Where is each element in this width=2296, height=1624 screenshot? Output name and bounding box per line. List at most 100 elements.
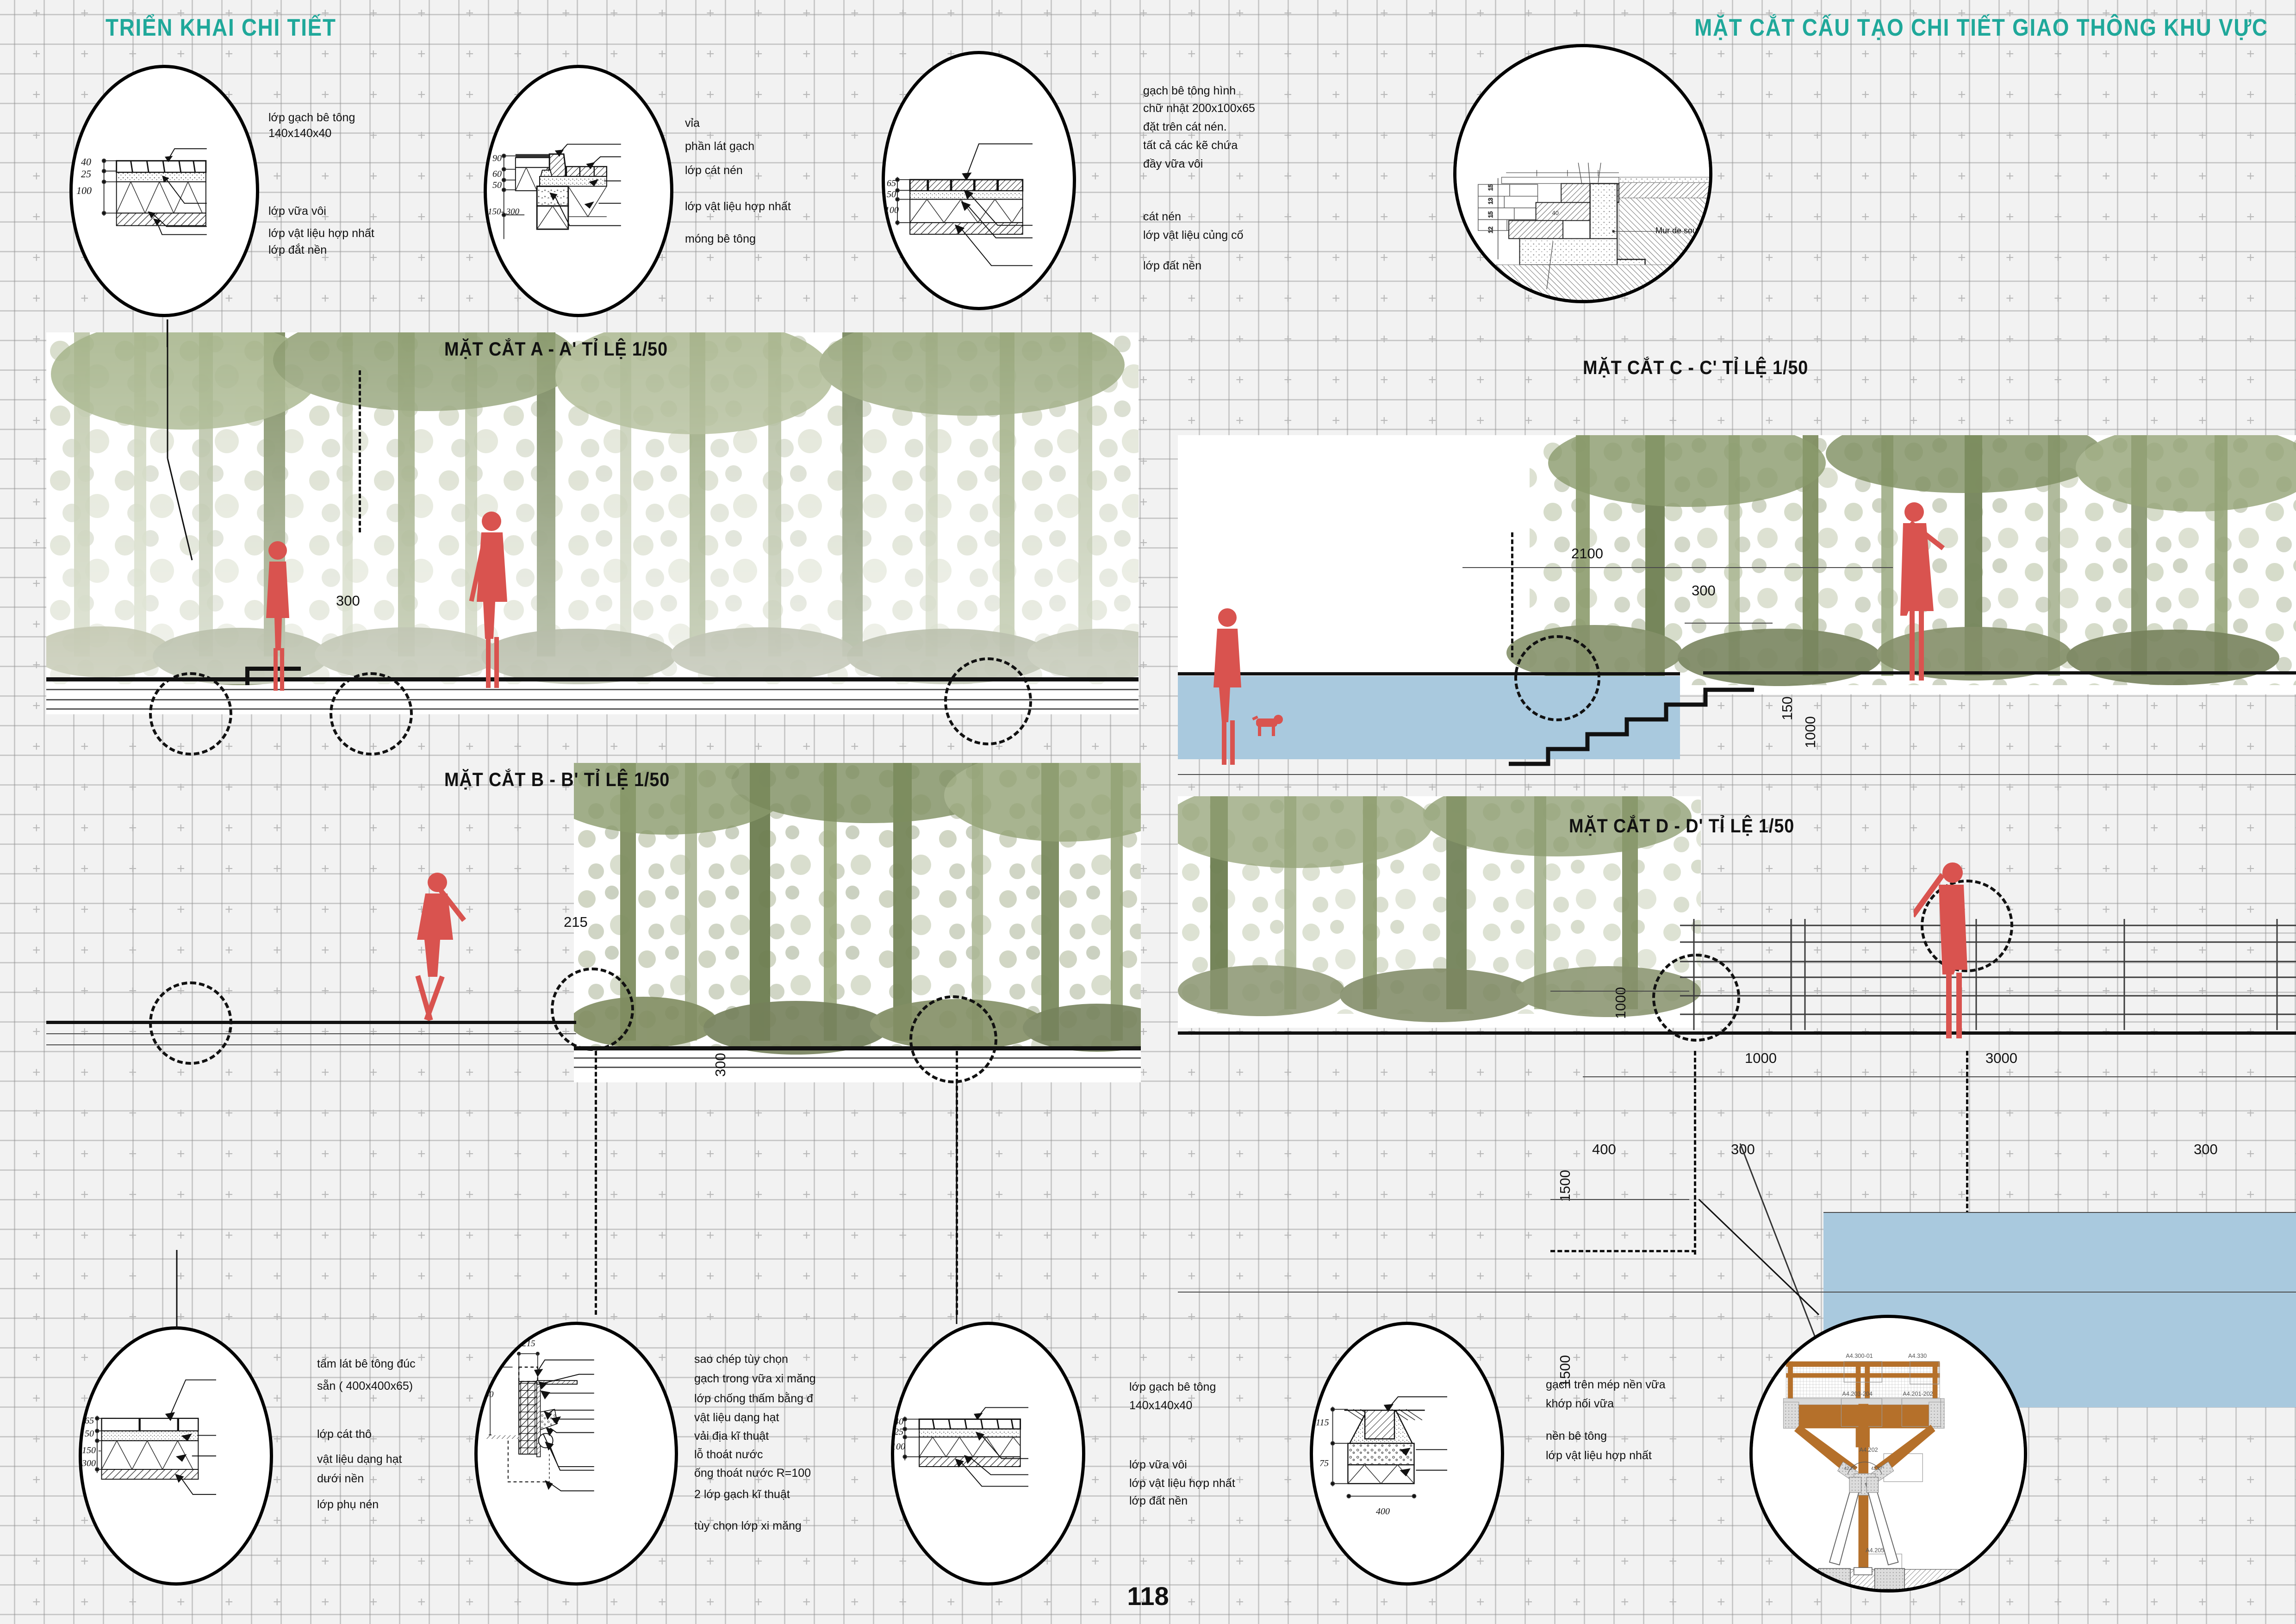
section-a-detail-marker-c <box>944 657 1032 745</box>
section-c-water-line <box>1178 672 1680 675</box>
detail-circle-concrete-block-paving[interactable]: 40 25 100 <box>891 1322 1085 1586</box>
detail-5-dim-50: 50 <box>85 1429 94 1439</box>
detail-3-dim-100: 100 <box>885 205 899 215</box>
section-b-dim-215: 215 <box>564 914 588 930</box>
section-d-detail-marker-left <box>1652 954 1740 1042</box>
detail-7-label-4: lớp vật liệu hợp nhất <box>1129 1477 1235 1490</box>
svg-text:15: 15 <box>1487 211 1494 218</box>
section-d-dim-3000: 3000 <box>1985 1050 2017 1066</box>
detail-1-dim-100: 100 <box>76 185 92 196</box>
svg-text:13: 13 <box>1487 198 1494 204</box>
detail-1-label-1: lớp gạch bê tông <box>268 111 355 124</box>
detail-1-drawing <box>101 148 207 235</box>
section-d-dim-1000: 1000 <box>1745 1050 1777 1066</box>
section-b-ground-line <box>46 1021 576 1024</box>
section-b-detail-marker-right <box>909 995 997 1083</box>
detail-circle-retaining-wall[interactable]: 15 13 15 12 40 Mur de soutènement <box>1453 44 1712 303</box>
detail-2-label-1: vỉa <box>685 117 700 130</box>
dog-figure <box>1250 713 1287 738</box>
detail-5-dim-65: 65 <box>85 1416 94 1426</box>
detail-6-label-7: ống thoát nước R=100 <box>694 1467 811 1480</box>
detail-1-label-2: 140x140x40 <box>268 127 332 140</box>
detail-2-label-4: lớp vật liệu hợp nhất <box>685 200 791 213</box>
detail-6-label-1: sao chép tùy chọn <box>694 1353 788 1366</box>
detail-2-dim-60: 60 <box>492 169 502 179</box>
detail-8-dim-75: 75 <box>1319 1458 1329 1468</box>
section-c-dash-axis <box>1511 532 1513 657</box>
detail-4-drawing: 15 13 15 12 40 <box>1456 47 1709 300</box>
section-c-dim-150: 150 <box>1779 696 1795 720</box>
detail-1-label-4: lớp vật liệu hợp nhất <box>268 227 374 240</box>
detail-7-label-1: lớp gạch bê tông <box>1129 1380 1216 1393</box>
person-figure-b1 <box>396 870 472 1023</box>
svg-text:A4.202: A4.202 <box>1859 1447 1878 1453</box>
page-number: 118 <box>1127 1581 1169 1611</box>
section-b-panel <box>574 763 1141 1082</box>
detail-5-label-6: lớp phụ nén <box>317 1498 379 1511</box>
detail-8-dim-115: 115 <box>1316 1418 1329 1428</box>
detail-7-label-2: 140x140x40 <box>1129 1399 1193 1412</box>
detail-2-dim-50: 50 <box>492 180 502 190</box>
section-b-pave-line-1 <box>46 1033 576 1034</box>
detail-3-label-6: cát nén <box>1143 210 1182 223</box>
section-d-deck-line <box>1178 1031 2296 1035</box>
section-c-dim-2100: 2100 <box>1571 545 1603 562</box>
detail-1-dim-40: 40 <box>81 156 91 168</box>
section-c-steps <box>1509 687 1754 766</box>
detail-1-connector <box>167 319 193 561</box>
section-c-base-line <box>1178 774 2296 775</box>
svg-text:A4.201-202: A4.201-202 <box>1903 1391 1933 1397</box>
detail-circle-edge-kerb[interactable]: 115 75 400 <box>1310 1322 1504 1586</box>
detail-9-drawing: A4.300-01 A4.330 A4.203-204 A4.201-202 A… <box>1753 1318 2024 1589</box>
detail-6-label-8: 2 lớp gạch kĩ thuật <box>694 1488 790 1501</box>
detail-3-drawing <box>895 143 1033 266</box>
detail-6-label-2: gạch trong vữa xi măng <box>694 1372 816 1385</box>
detail-circle-paving-1[interactable]: 40 25 100 <box>69 65 259 317</box>
person-figure-c1 <box>1203 606 1252 766</box>
detail-circle-precast-slab[interactable]: 65 50 150 - 300 <box>79 1326 273 1586</box>
section-d-dim-line-400 <box>1550 991 1689 992</box>
detail-5-dim-300: 300 <box>82 1458 96 1468</box>
detail-1-dim-25: 25 <box>81 168 91 180</box>
svg-text:42.27°: 42.27° <box>1871 1466 1884 1471</box>
detail-5-drawing <box>95 1379 216 1495</box>
detail-3-label-8: lớp đất nền <box>1143 259 1202 272</box>
detail-6-label-3: lớp chống thấm bằng đ <box>694 1392 813 1405</box>
person-figure-a2 <box>463 509 518 690</box>
section-c-detail-marker <box>1514 635 1600 721</box>
section-c-dim-line-2100 <box>1462 567 1893 568</box>
detail-8-label-1: gạch trên mép nền vữa <box>1546 1378 1666 1391</box>
svg-text:40: 40 <box>1552 210 1559 217</box>
person-figure-c2 <box>1884 500 1948 685</box>
detail-circle-kerb-foundation[interactable]: 90 60 50 150- 300 <box>484 65 673 317</box>
section-b-title: MẶT CẮT B - B' TỈ LỆ 1/50 <box>444 768 670 790</box>
detail-2-drawing <box>501 144 621 239</box>
detail-6-dim-215: 215 <box>522 1339 535 1349</box>
person-figure-d1 <box>1914 859 1983 1039</box>
section-b-detail-marker-left <box>551 968 634 1051</box>
detail-7-label-3: lớp vữa vôi <box>1129 1458 1187 1471</box>
section-d-detail-marker-right <box>1921 880 2013 972</box>
svg-text:15: 15 <box>1487 184 1494 191</box>
section-d-water-line <box>1823 1212 2296 1213</box>
section-b-dim-300: 300 <box>712 1053 728 1077</box>
section-d-title: MẶT CẮT D - D' TỈ LỆ 1/50 <box>1569 815 1795 837</box>
detail-circle-brick-paving[interactable]: 65 50 100 <box>882 51 1076 310</box>
detail-3-label-2: chữ nhật 200x100x65 <box>1143 102 1255 115</box>
svg-text:A4.203-204: A4.203-204 <box>1842 1391 1873 1397</box>
person-figure-a1 <box>257 539 299 692</box>
detail-circle-drainage-kerb[interactable]: 215 550 <box>474 1322 678 1586</box>
section-c-deck-line <box>1703 671 2296 675</box>
detail-2-label-2: phần lát gạch <box>685 140 755 153</box>
detail-6-drawing <box>486 1351 594 1492</box>
detail-2-label-3: lớp cát nén <box>685 164 743 177</box>
detail-9-connector <box>1699 1199 1820 1316</box>
detail-circle-timber-pier[interactable]: A4.300-01 A4.330 A4.203-204 A4.201-202 A… <box>1749 1315 2027 1593</box>
svg-text:A4.205: A4.205 <box>1866 1547 1884 1554</box>
page-title-left: TRIỂN KHAI CHI TIẾT <box>106 14 336 41</box>
section-b-pave-line-2 <box>46 1044 576 1045</box>
detail-7-dim-25: 25 <box>894 1427 903 1437</box>
section-d-dash-3 <box>1550 1250 1696 1252</box>
section-d-dim-400: 400 <box>1592 1141 1616 1157</box>
detail-8-label-4: lớp vật liệu hợp nhất <box>1546 1449 1652 1462</box>
